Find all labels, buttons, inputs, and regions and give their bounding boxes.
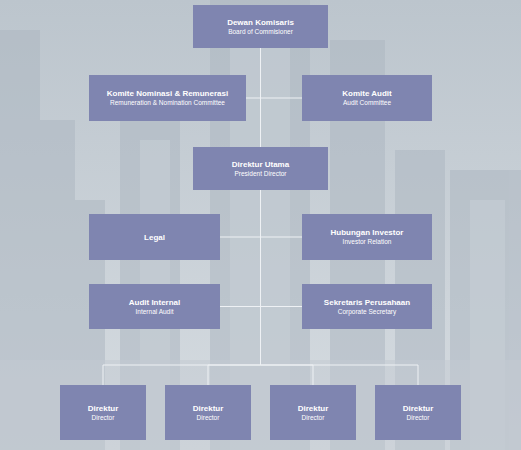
box-title: Direktur (298, 404, 329, 413)
box-subtitle: Internal Audit (136, 308, 174, 316)
box-subtitle: Director (197, 414, 220, 422)
box-subtitle: Remuneration & Nomination Committee (110, 99, 225, 107)
box-title: Direktur Utama (232, 160, 289, 169)
org-box: Hubungan InvestorInvestor Relation (302, 214, 432, 260)
org-box: Direktur UtamaPresident Director (193, 147, 328, 190)
org-box: Audit InternalInternal Audit (89, 284, 220, 329)
box-title: Legal (144, 233, 165, 242)
org-connector (261, 48, 303, 98)
box-subtitle: President Director (234, 170, 286, 178)
box-title: Direktur (88, 404, 119, 413)
box-subtitle: Audit Committee (343, 99, 391, 107)
box-title: Direktur (403, 404, 434, 413)
org-connector (246, 48, 261, 98)
box-title: Audit Internal (129, 298, 181, 307)
box-subtitle: Director (407, 414, 430, 422)
org-connector (220, 190, 261, 307)
box-title: Direktur (193, 404, 224, 413)
box-title: Sekretaris Perusahaan (324, 298, 410, 307)
org-box: Sekretaris PerusahaanCorporate Secretary (302, 284, 432, 329)
org-box: DirekturDirector (60, 385, 146, 440)
box-title: Komite Nominasi & Remunerasi (107, 89, 228, 98)
box-title: Dewan Komisaris (227, 18, 294, 27)
org-box: Komite Nominasi & RemunerasiRemuneration… (89, 75, 246, 121)
org-box: DirekturDirector (270, 385, 356, 440)
org-box: DirekturDirector (375, 385, 461, 440)
org-box: Legal (89, 214, 220, 260)
box-title: Komite Audit (342, 89, 391, 98)
org-connector (261, 190, 303, 237)
box-title: Hubungan Investor (331, 228, 404, 237)
box-subtitle: Director (92, 414, 115, 422)
box-subtitle: Board of Commisioner (228, 28, 293, 36)
org-box: DirekturDirector (165, 385, 251, 440)
org-box: Dewan KomisarisBoard of Commisioner (193, 5, 328, 48)
org-connector (260, 48, 261, 147)
box-subtitle: Investor Relation (343, 238, 392, 246)
org-connector (261, 190, 303, 307)
org-connector (220, 190, 261, 237)
box-subtitle: Corporate Secretary (338, 308, 397, 316)
org-box: Komite AuditAudit Committee (302, 75, 432, 121)
box-subtitle: Director (302, 414, 325, 422)
